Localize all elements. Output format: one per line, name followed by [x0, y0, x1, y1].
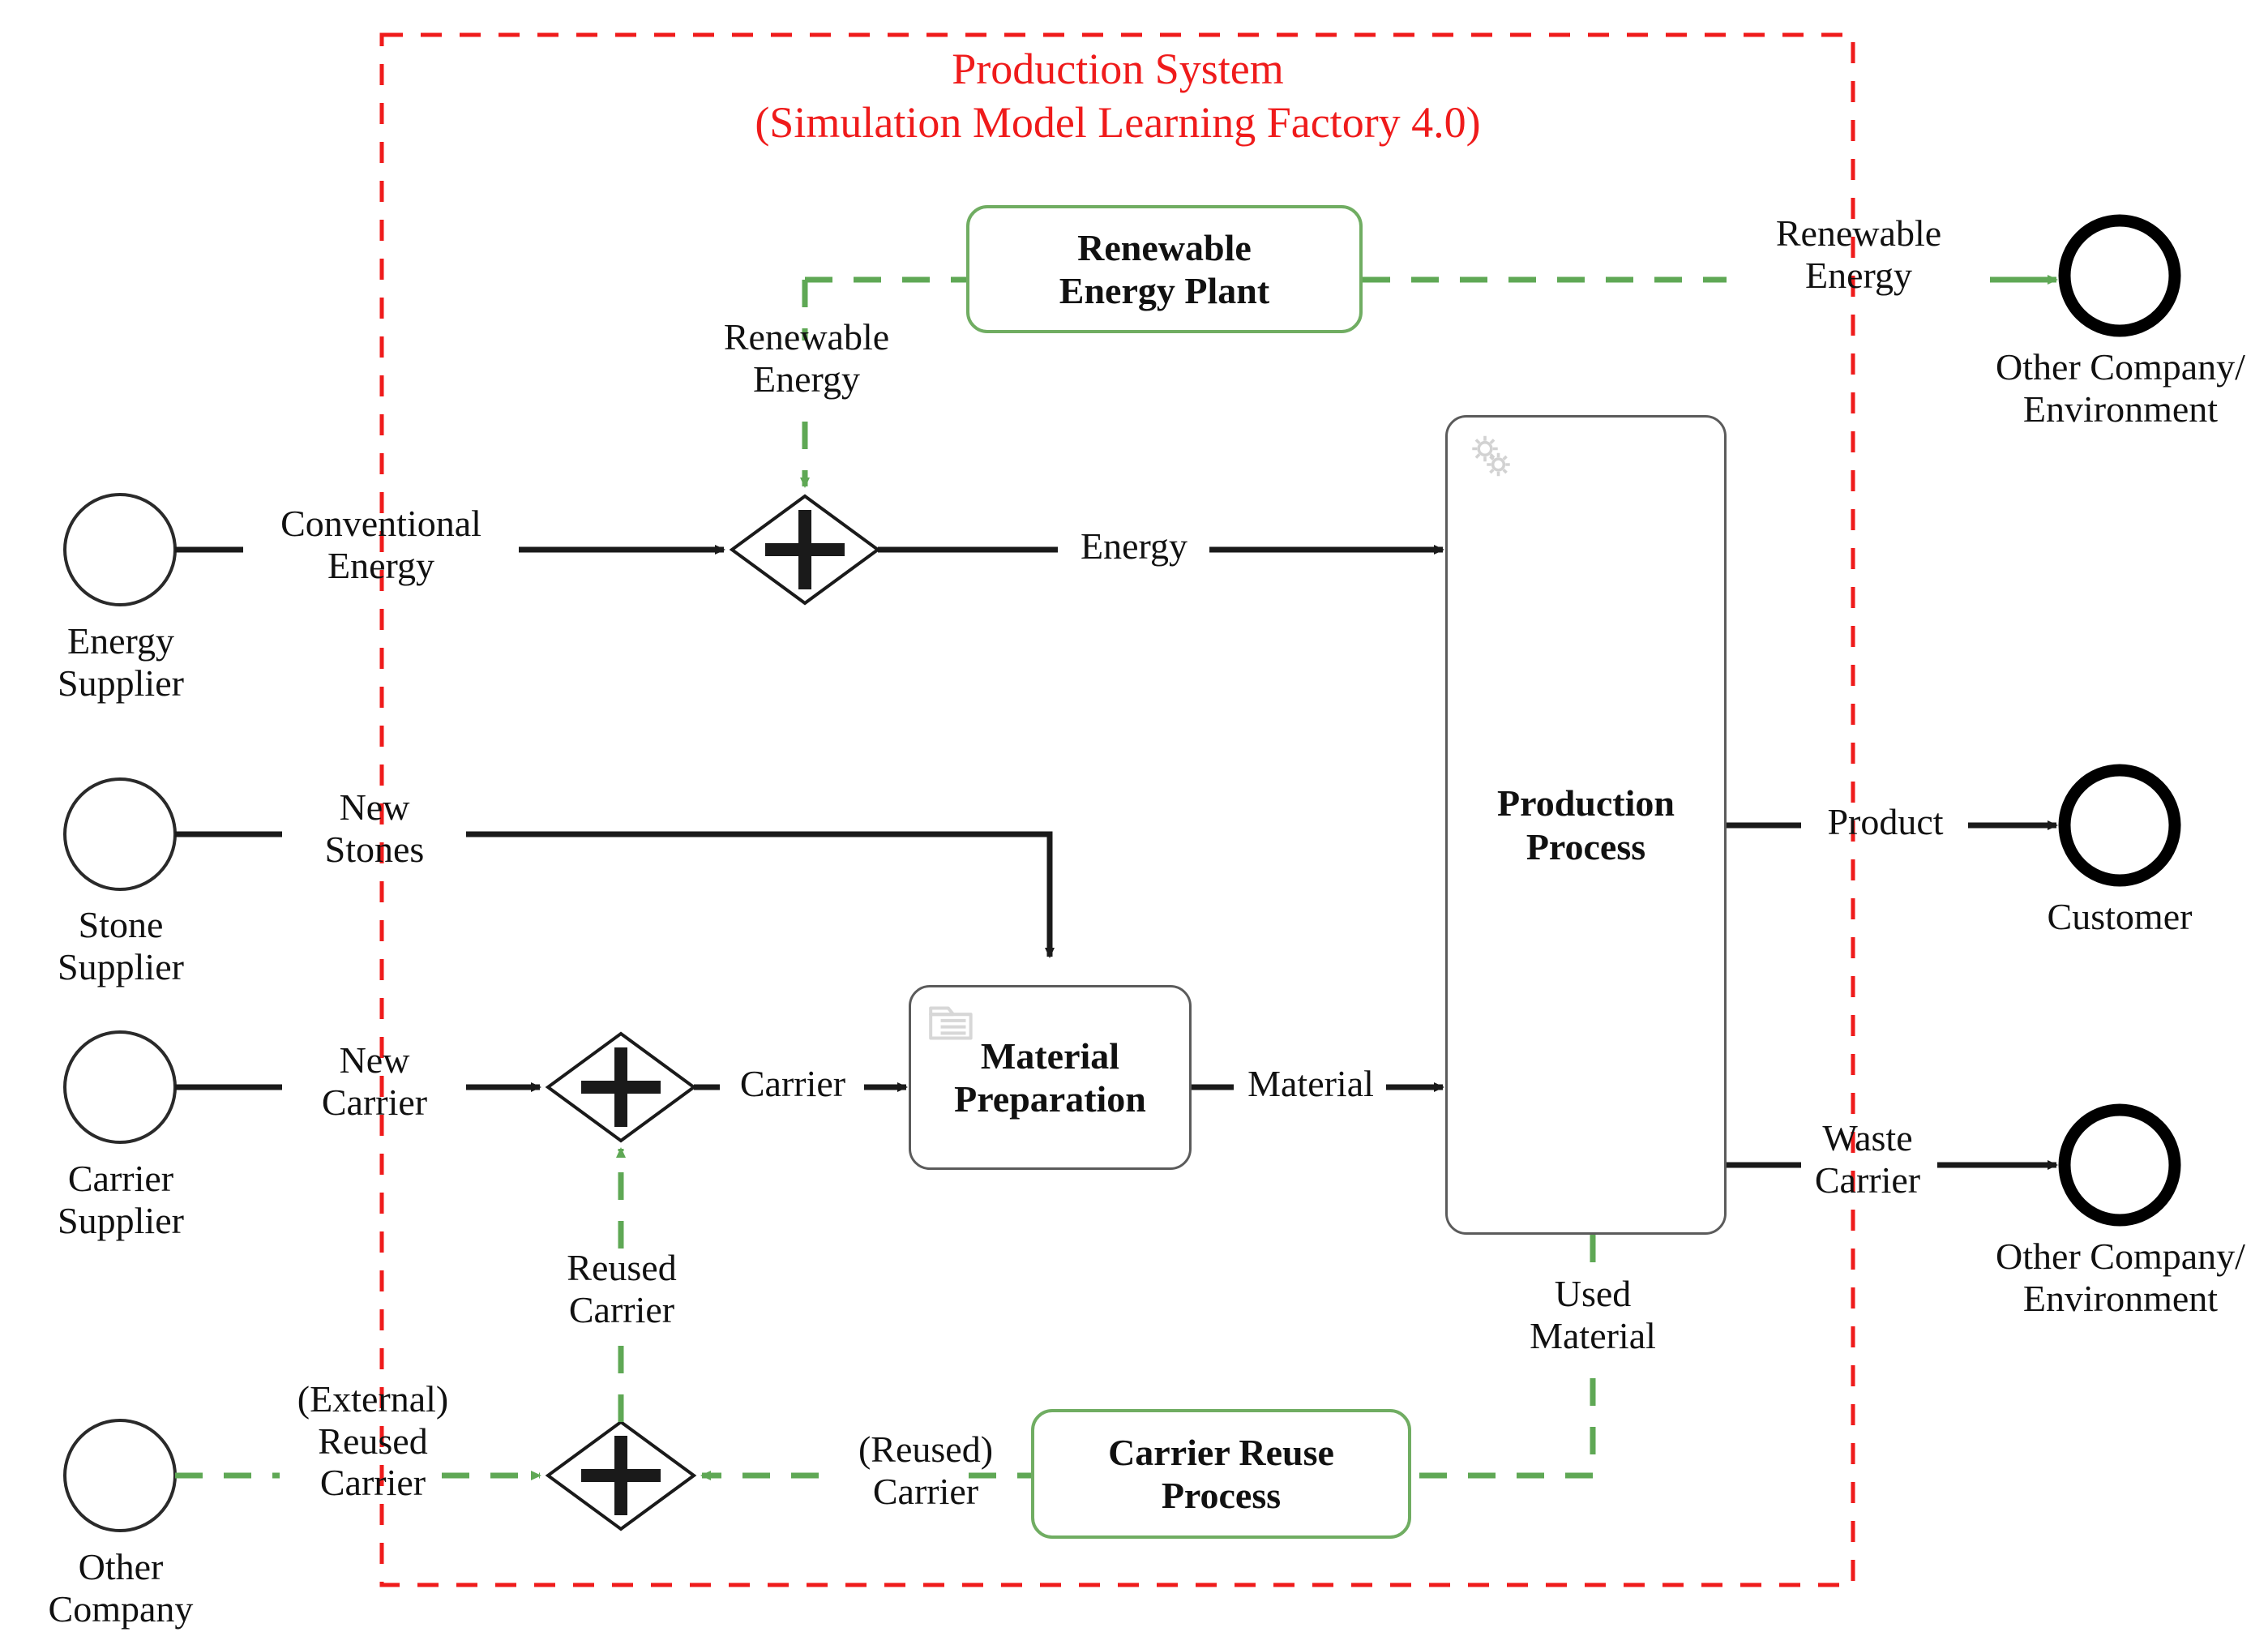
task-production-process[interactable]: Production Process — [1445, 415, 1727, 1235]
flow-new-stones-label: New Stones — [324, 786, 425, 870]
manual-task-icon — [929, 1006, 973, 1040]
flow-carrier-label: Carrier — [739, 1063, 846, 1104]
flow-new-stones — [466, 831, 1055, 958]
gateway-energy[interactable] — [729, 494, 881, 606]
flow-external-reused-carrier-label: (External) Reused Carrier — [297, 1378, 449, 1504]
end-event-customer[interactable] — [2058, 764, 2181, 887]
gateway-reuse[interactable] — [545, 1420, 697, 1531]
gears-icon — [1472, 435, 1510, 477]
start-event-stone-supplier[interactable] — [63, 777, 177, 891]
task-renewable-energy-plant-label: Renewable Energy Plant — [1059, 226, 1270, 311]
flow-material-label: Material — [1247, 1063, 1374, 1104]
task-production-process-label: Production Process — [1497, 782, 1675, 867]
flow-conventional-energy-label: Conventional Energy — [280, 503, 481, 586]
task-material-preparation-label: Material Preparation — [954, 1034, 1146, 1120]
start-event-other-company[interactable] — [63, 1419, 177, 1532]
task-renewable-energy-plant[interactable]: Renewable Energy Plant — [966, 205, 1363, 333]
flow-waste-carrier-label: Waste Carrier — [1814, 1117, 1921, 1201]
flow-new-carrier-label: New Carrier — [321, 1039, 428, 1123]
flow-energy-label: Energy — [1080, 525, 1187, 567]
flow-renewable-energy-out-label: Renewable Energy — [1775, 212, 1942, 296]
flow-used-material-bottom — [1384, 1378, 1596, 1480]
gateway-carrier[interactable] — [545, 1031, 697, 1143]
flow-product-label: Product — [1827, 801, 1944, 842]
production-system-title: Production System (Simulation Model Lear… — [755, 45, 1481, 147]
task-carrier-reuse-process[interactable]: Carrier Reuse Process — [1031, 1409, 1411, 1539]
start-event-energy-supplier-label: Energy Supplier — [58, 620, 184, 704]
end-event-other-company-env-bottom[interactable] — [2058, 1103, 2181, 1227]
start-event-carrier-supplier-label: Carrier Supplier — [58, 1158, 184, 1241]
end-event-other-company-env-top-label: Other Company/ Environment — [1996, 346, 2245, 430]
start-event-energy-supplier[interactable] — [63, 493, 177, 606]
end-event-customer-label: Customer — [2047, 896, 2193, 937]
flow-used-material-label: Used Material — [1530, 1273, 1656, 1356]
start-event-stone-supplier-label: Stone Supplier — [58, 904, 184, 987]
start-event-other-company-label: Other Company — [48, 1546, 194, 1630]
start-event-carrier-supplier[interactable] — [63, 1030, 177, 1144]
flow-reused-carrier-up-label: Reused Carrier — [567, 1247, 677, 1330]
flow-reused-carrier-internal-label: (Reused) Carrier — [858, 1428, 994, 1512]
flow-renewable-energy-in-label: Renewable Energy — [723, 316, 890, 400]
task-carrier-reuse-process-label: Carrier Reuse Process — [1108, 1431, 1334, 1516]
end-event-other-company-env-bottom-label: Other Company/ Environment — [1996, 1236, 2245, 1319]
production-system-boundary — [379, 32, 1855, 1587]
end-event-other-company-env-top[interactable] — [2058, 214, 2181, 337]
